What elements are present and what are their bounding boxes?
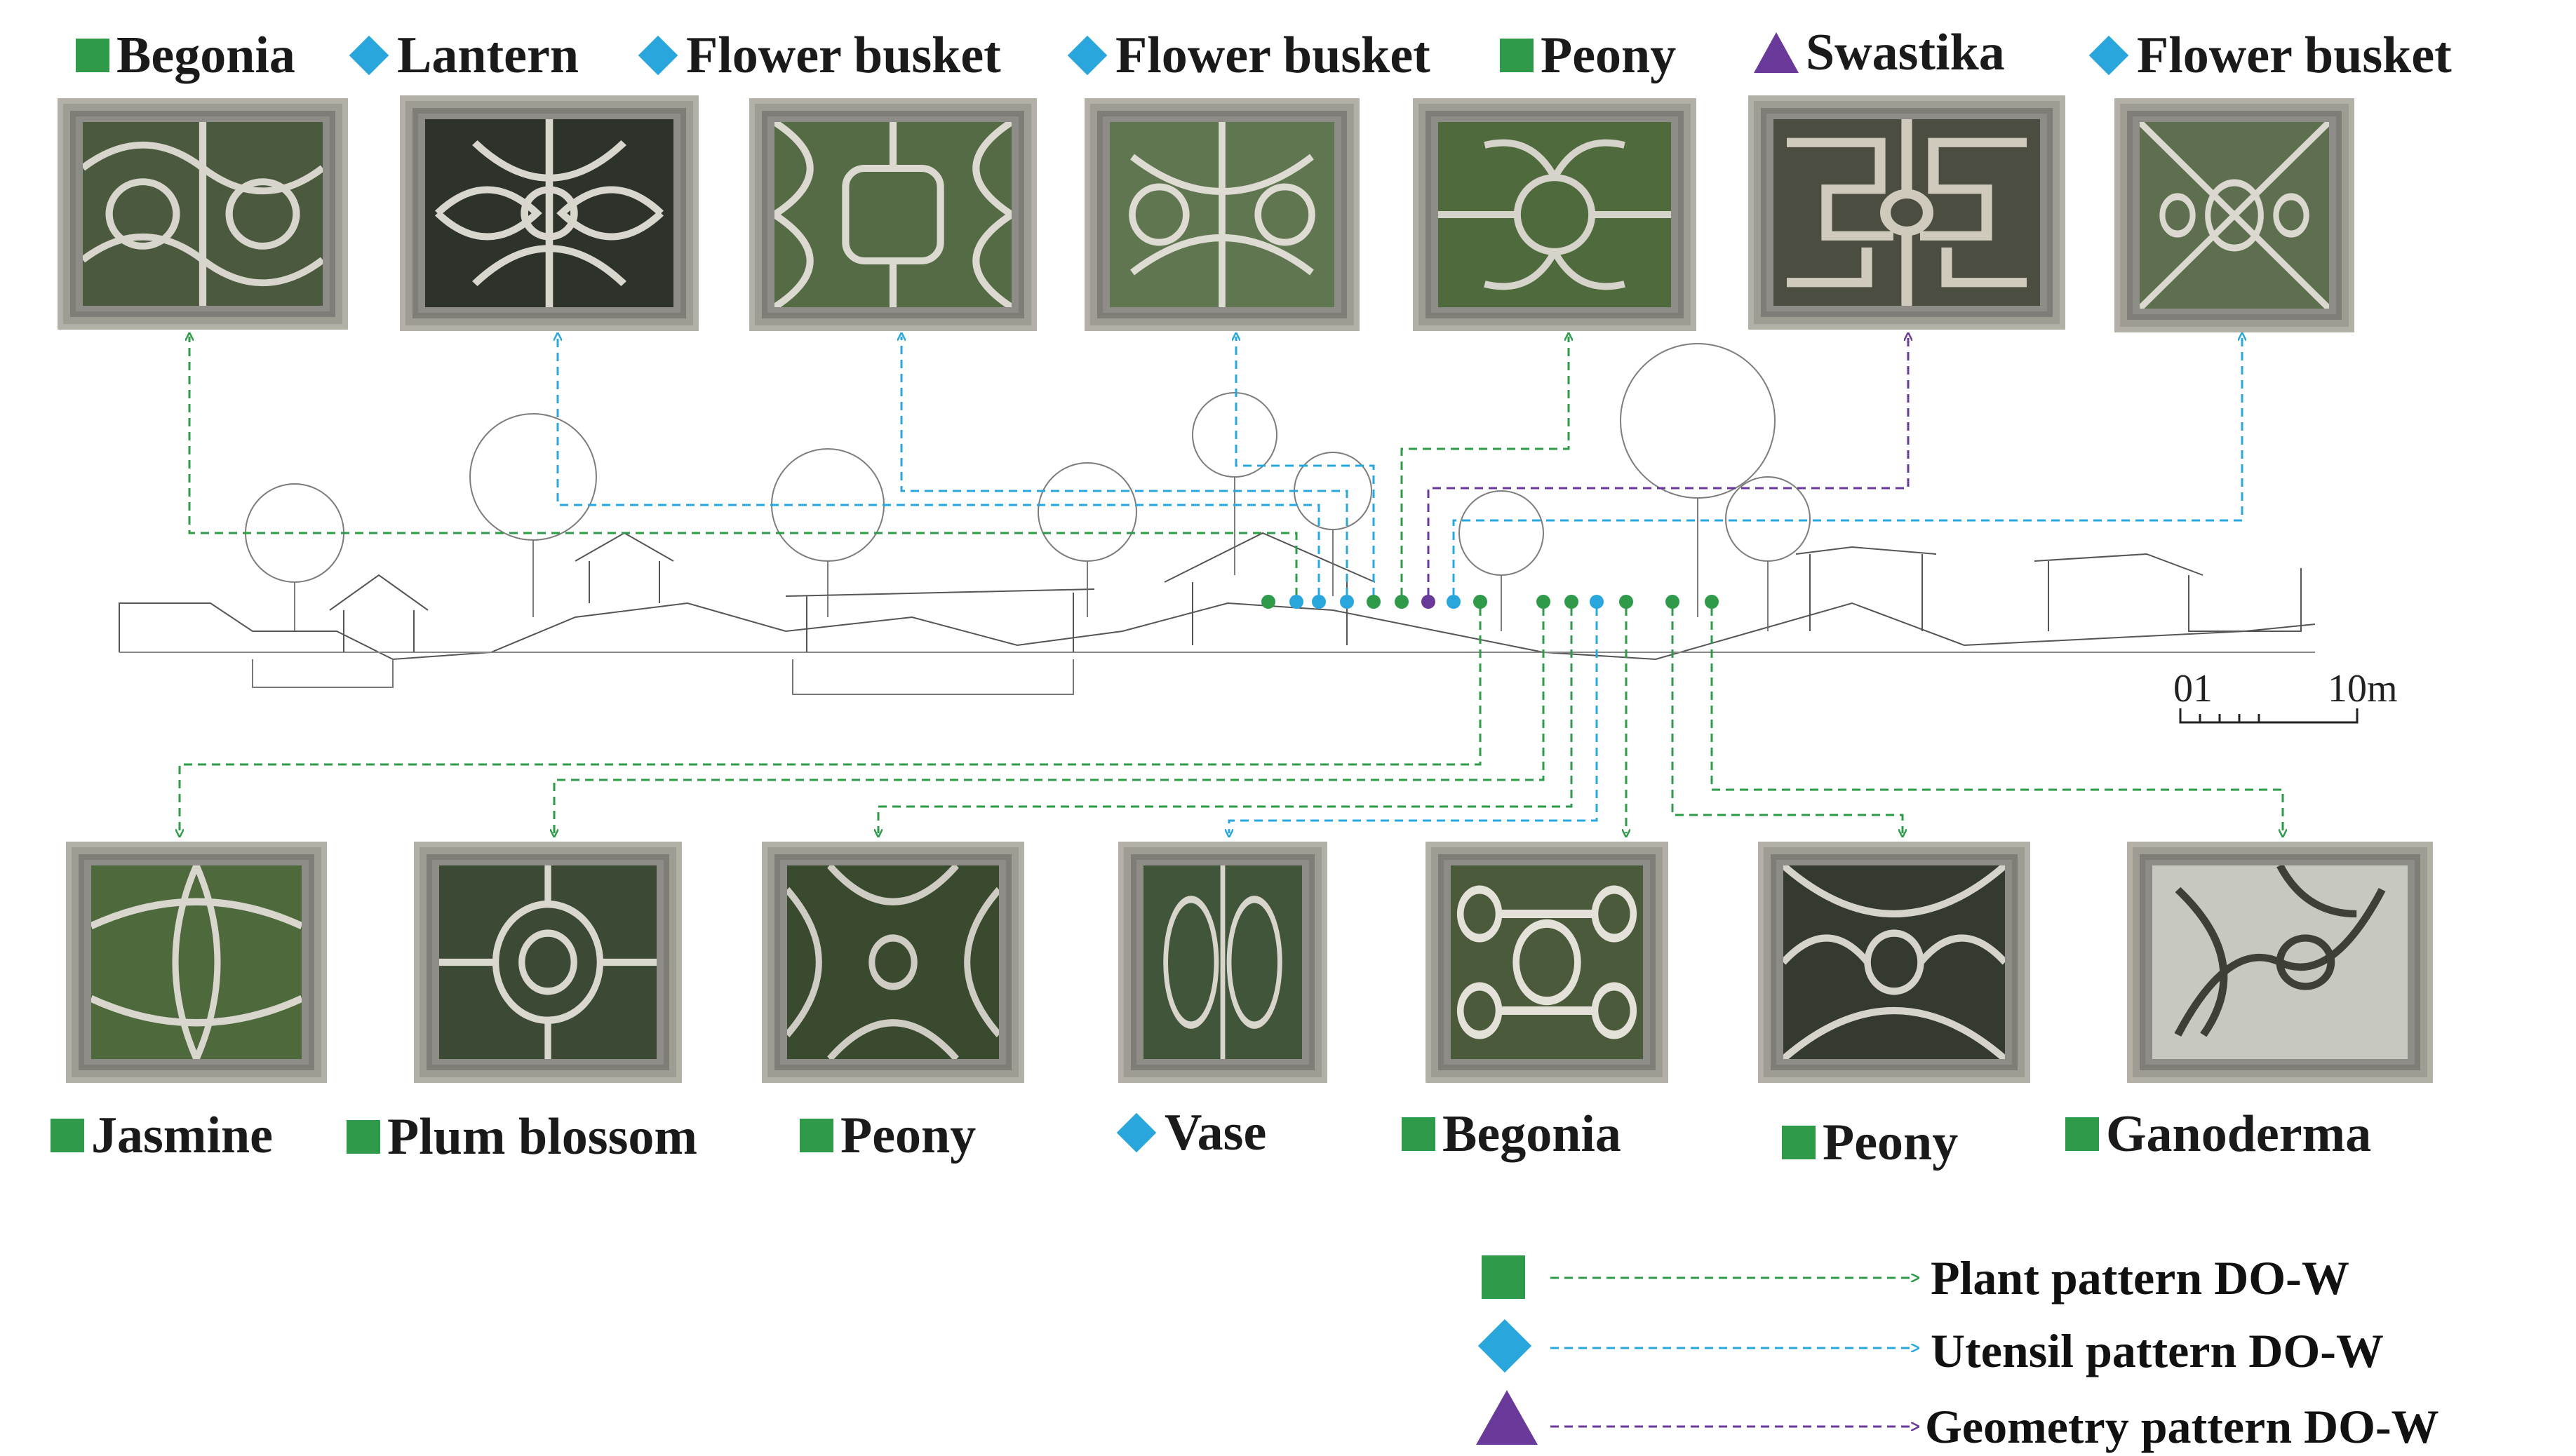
bottom-label-7: Ganoderma [2065,1108,2371,1160]
top-label-text: Begonia [116,27,295,84]
bottom-label-text: Jasmine [91,1107,273,1164]
top-label-1: Begonia [76,29,295,81]
bottom-label-text: Begonia [1442,1105,1621,1163]
plant-square-icon [347,1120,380,1154]
legend-geometry-triangle-icon [1476,1390,1538,1445]
top-label-text: Peony [1541,27,1677,84]
window-photo-top-5 [1413,98,1696,331]
bottom-label-text: Plum blossom [387,1108,698,1166]
window-photo-top-1 [58,98,348,330]
top-label-text: Flower busket [686,27,1001,84]
plant-square-icon [76,39,109,72]
window-photo-bottom-6 [1758,842,2030,1083]
top-label-text: Flower busket [1115,27,1430,84]
window-photo-top-6 [1748,95,2065,330]
window-photo-top-7 [2114,98,2354,332]
plant-square-icon [1402,1117,1435,1151]
bottom-label-text: Peony [1823,1114,1959,1171]
scale-end-label: 10m [2328,667,2398,710]
tree-sketches [245,343,1811,631]
plant-square-icon [2065,1117,2099,1151]
window-photo-bottom-5 [1425,842,1668,1083]
legend-plant-label: Plant pattern DO-W [1931,1251,2349,1305]
plant-square-icon [800,1119,833,1152]
plant-square-icon [51,1119,84,1152]
window-photo-bottom-1 [66,842,327,1083]
top-label-5: Peony [1500,29,1676,81]
window-photo-top-2 [400,95,699,331]
top-label-text: Flower busket [2137,27,2452,84]
window-photo-top-4 [1085,98,1360,331]
top-label-4: Flower busket [1067,27,1430,84]
top-label-3: Flower busket [638,29,1001,81]
scale-bar [2179,708,2359,724]
window-photo-bottom-3 [762,842,1024,1083]
top-label-text: Swastika [1806,24,2005,81]
top-label-6: Swastika [1754,27,2005,79]
top-label-7: Flower busket [2088,27,2452,84]
bottom-label-4: Vase [1116,1104,1267,1161]
top-label-2: Lantern [349,29,579,81]
bottom-label-6: Peony [1782,1117,1958,1168]
geometry-triangle-icon [1754,32,1799,73]
legend-geometry-label: Geometry pattern DO-W [1925,1400,2439,1453]
plant-square-icon [1782,1126,1816,1159]
section-markers [1261,595,1719,609]
top-label-text: Lantern [397,27,579,84]
legend-plant-square-icon [1482,1255,1525,1299]
plant-square-icon [1500,39,1534,72]
legend-utensil-label: Utensil pattern DO-W [1931,1324,2384,1377]
bottom-label-text: Ganoderma [2106,1105,2372,1163]
bottom-label-text: Peony [840,1107,977,1164]
bottom-label-1: Jasmine [51,1110,273,1161]
window-photo-bottom-7 [2127,842,2433,1083]
scale-start-label: 01 [2173,667,2213,710]
section-drawing [119,532,2316,695]
bottom-label-2: Plum blossom [347,1111,697,1163]
bottom-label-text: Vase [1165,1104,1267,1161]
window-photo-bottom-2 [414,842,682,1083]
bottom-label-5: Begonia [1402,1108,1621,1160]
window-photo-top-3 [749,98,1037,331]
bottom-label-3: Peony [800,1110,976,1161]
window-photo-bottom-4 [1118,842,1327,1083]
